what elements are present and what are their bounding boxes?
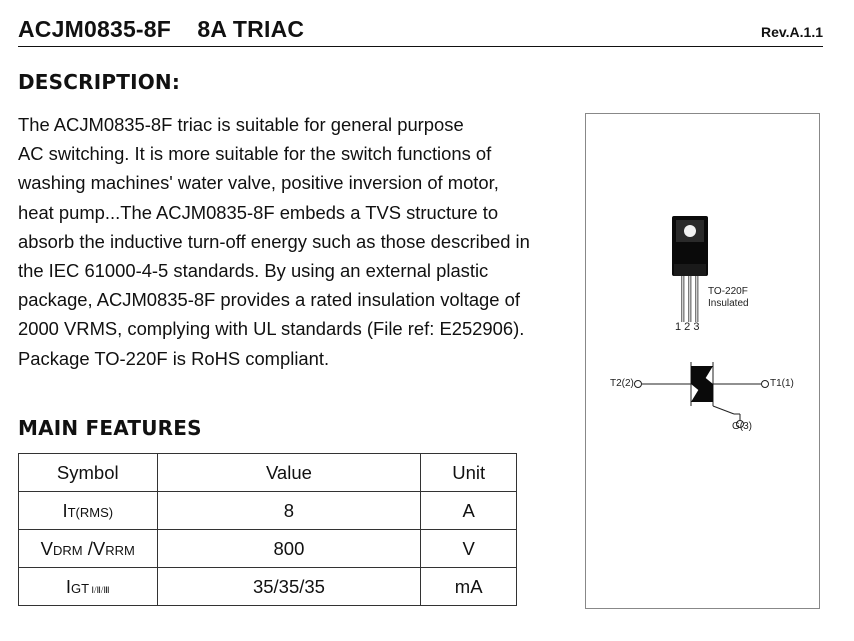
document-title: ACJM0835-8F 8A TRIAC bbox=[18, 16, 305, 42]
pin-numbers-label: 1 2 3 bbox=[675, 321, 700, 333]
table-row: VDRM /VRRM 800 V bbox=[18, 529, 517, 568]
unit-cell: mA bbox=[420, 567, 517, 606]
symbol-main: I bbox=[65, 575, 72, 597]
table-header-row: Symbol Value Unit bbox=[18, 453, 517, 492]
unit-cell: V bbox=[420, 529, 517, 568]
value-cell: 35/35/35 bbox=[156, 567, 422, 606]
features-table: Symbol Value Unit IT(RMS) 8 A VDRM /VRRM… bbox=[18, 453, 517, 606]
features-heading: MAIN FEATURES bbox=[18, 416, 202, 440]
package-figure-box: TO-220F Insulated 1 2 3 T2(2) T1(1) G(3) bbox=[585, 113, 820, 609]
description-line: absorb the inductive turn-off energy suc… bbox=[18, 230, 530, 252]
description-heading: DESCRIPTION: bbox=[18, 70, 181, 94]
value-cell: 800 bbox=[156, 529, 422, 568]
column-header-unit: Unit bbox=[420, 453, 517, 492]
description-line: washing machines' water valve, positive … bbox=[18, 172, 499, 194]
description-line: The ACJM0835-8F triac is suitable for ge… bbox=[18, 114, 464, 135]
package-and-symbol-drawing bbox=[634, 216, 769, 428]
description-line: heat pump...The ACJM0835-8F embeds a TVS… bbox=[18, 201, 499, 223]
table-row: IGT Ⅰ/Ⅱ/Ⅲ 35/35/35 mA bbox=[18, 567, 517, 606]
pin-t1-label: T1(1) bbox=[770, 378, 794, 389]
table-row: IT(RMS) 8 A bbox=[18, 491, 517, 530]
description-text: The ACJM0835-8F triac is suitable for ge… bbox=[18, 110, 588, 373]
pin-gate-label: G(3) bbox=[732, 421, 752, 432]
revision-label: Rev.A.1.1 bbox=[761, 24, 823, 40]
unit-cell: A bbox=[420, 491, 517, 530]
symbol-cell: IT(RMS) bbox=[18, 491, 158, 530]
symbol-separator: / bbox=[82, 537, 93, 559]
symbol-main: I bbox=[62, 499, 68, 521]
package-insulated-label: Insulated bbox=[708, 298, 749, 309]
symbol-subscript: T(RMS) bbox=[67, 504, 114, 520]
description-line: Package TO-220F is RoHS compliant. bbox=[18, 347, 330, 369]
to220f-package-icon bbox=[672, 216, 708, 322]
symbol-subscript-quadrants: Ⅰ/Ⅱ/Ⅲ bbox=[89, 584, 110, 595]
triac-diode-icon bbox=[691, 366, 713, 402]
pin-t2-label: T2(2) bbox=[610, 378, 634, 389]
description-line: the IEC 61000-4-5 standards. By using an… bbox=[18, 260, 489, 282]
symbol-main: V bbox=[92, 537, 106, 559]
page-header: ACJM0835-8F 8A TRIAC Rev.A.1.1 bbox=[18, 14, 823, 47]
triac-symbol-icon bbox=[634, 362, 769, 428]
column-header-value: Value bbox=[156, 453, 422, 492]
symbol-cell: IGT Ⅰ/Ⅱ/Ⅲ bbox=[18, 567, 158, 606]
description-line: 2000 VRMS, complying with UL standards (… bbox=[18, 318, 525, 340]
package-name-label: TO-220F bbox=[708, 286, 748, 297]
symbol-subscript: RRM bbox=[105, 542, 135, 558]
value-cell: 8 bbox=[156, 491, 422, 530]
column-header-symbol: Symbol bbox=[18, 453, 158, 492]
symbol-subscript: GT bbox=[71, 580, 90, 596]
description-line: package, ACJM0835-8F provides a rated in… bbox=[18, 289, 520, 311]
symbol-cell: VDRM /VRRM bbox=[18, 529, 158, 568]
symbol-subscript: DRM bbox=[53, 542, 83, 558]
symbol-main: V bbox=[40, 537, 54, 559]
description-line: AC switching. It is more suitable for th… bbox=[18, 143, 492, 165]
